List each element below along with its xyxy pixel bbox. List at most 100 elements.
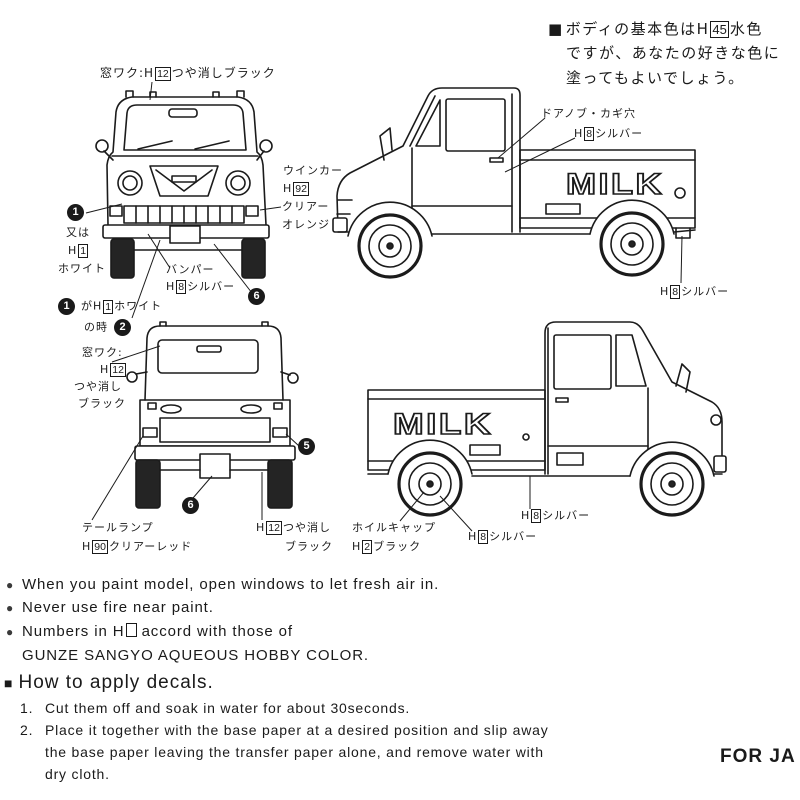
footer-text: FOR JA: [720, 746, 796, 767]
leader-alt-white: [85, 203, 123, 214]
decal-instructions-heading: ■How to apply decals.: [4, 672, 214, 694]
license-plate: [169, 225, 201, 244]
decal-step-1: 1. Cut them off and soak in water for ab…: [20, 699, 620, 717]
note-square-marker: ■: [548, 20, 564, 38]
right-side-mirror: [259, 139, 273, 153]
leader-lines: [85, 81, 683, 532]
color-number-box: 8: [670, 285, 681, 299]
cab-outline: [544, 321, 723, 475]
color-number-box: 92: [293, 182, 309, 196]
color-number-box: 12: [266, 521, 282, 535]
cab-outline: [336, 87, 521, 233]
roof-marker-lights: [125, 90, 245, 98]
chassis: [367, 473, 723, 477]
front-bumper: [713, 455, 727, 473]
left-reflector: [160, 404, 182, 414]
color-number-box: 8: [176, 280, 187, 294]
side-view-left-drawing: MILK: [332, 87, 696, 279]
label-text: H: [574, 127, 584, 140]
color-number-box: 1: [103, 299, 114, 314]
bullet-icon: ●: [6, 601, 14, 615]
side-mirror: [379, 127, 393, 161]
door-outline: [547, 327, 649, 475]
door-window: [445, 98, 506, 152]
callout-badge-1: 1: [67, 204, 84, 221]
wipers: [137, 140, 230, 150]
leader-rear-window-frame: [111, 345, 161, 363]
leader-rear-badge-5: [285, 433, 300, 447]
rear-hub: [418, 472, 442, 496]
right-hinge: [273, 402, 283, 410]
front-emblem-panel: [149, 165, 219, 197]
bullet-icon: ●: [6, 625, 14, 639]
left-side-mirror: [126, 371, 138, 383]
winker-label-line3: クリアー: [282, 200, 330, 213]
bumper-label-title: バンパー: [166, 263, 215, 276]
step-text: Place it together with the base paper at…: [45, 722, 549, 738]
body-color-note-line-3: 塗ってもよいでしょう。: [566, 69, 745, 87]
callout-badge-6-rear: 6: [182, 497, 199, 514]
front-rim: [368, 224, 412, 268]
tail-lamp: [674, 187, 686, 199]
winker-label-line4: オレンジ: [282, 218, 330, 231]
left-headlight: [117, 170, 143, 196]
left-mirror-stem: [135, 371, 148, 375]
color-number-box: 2: [362, 540, 373, 554]
left-tail-lamp: [142, 427, 158, 438]
color-number-box: 12: [110, 363, 126, 377]
front-rim: [650, 462, 694, 506]
color-number-box: 8: [531, 509, 542, 523]
leader-hub: [439, 495, 473, 532]
heading-square-marker: ■: [4, 675, 13, 691]
color-number-box: 1: [78, 244, 89, 258]
bed-reflector: [469, 444, 501, 456]
label-text: クリアーレッド: [108, 540, 193, 553]
label-text: シルバー: [681, 285, 730, 298]
label-text: 窓ワク:H: [100, 66, 155, 80]
cab-back-outline: [144, 325, 284, 401]
door-handle: [555, 397, 569, 403]
left-mirror-stem: [103, 150, 114, 161]
bed-marker: [522, 433, 530, 441]
color-number-placeholder-box: [125, 623, 137, 637]
front-face-lines: [336, 199, 353, 215]
label-text: シルバー: [542, 509, 591, 522]
left-headlight-lens: [122, 175, 138, 191]
underbody-label-line2: ブラック: [285, 540, 333, 553]
label-text: つや消しブラック: [171, 66, 276, 80]
rear-license-plate: [199, 453, 231, 479]
rear-hub: [620, 232, 644, 256]
leader-wheel-cap: [399, 491, 425, 522]
caution-item-3: ●Numbers in H accord with those of: [6, 623, 293, 641]
milk-decal: MILK: [566, 168, 664, 201]
leader-tail-lamp: [91, 435, 144, 521]
emblem-chevron: [155, 169, 213, 192]
left-side-mirror: [95, 139, 109, 153]
caution-text: When you paint model, open windows to le…: [22, 576, 440, 593]
callout-badge-2: 2: [114, 319, 131, 336]
caution-item-1: ● When you paint model, open windows to l…: [6, 576, 439, 594]
note-text: ボディの基本色はH: [565, 20, 710, 38]
label-text: H: [68, 244, 78, 257]
decal-step-2: 2. Place it together with the base paper…: [20, 721, 640, 785]
step-text: the base paper leaving the transfer pape…: [45, 744, 544, 760]
tail-lamp-label-title: テールランプ: [82, 521, 154, 534]
label-text: シルバー: [187, 280, 236, 293]
tailgate-panel: [159, 417, 271, 443]
rear-rim: [408, 462, 452, 506]
bullet-icon: ●: [6, 578, 14, 592]
rear-window-frame-line1: 窓ワク:: [82, 346, 123, 359]
caution-text: Never use fire near paint.: [22, 599, 214, 616]
headlight: [710, 414, 722, 426]
label-text: H: [468, 530, 478, 543]
door-handle: [489, 157, 504, 163]
